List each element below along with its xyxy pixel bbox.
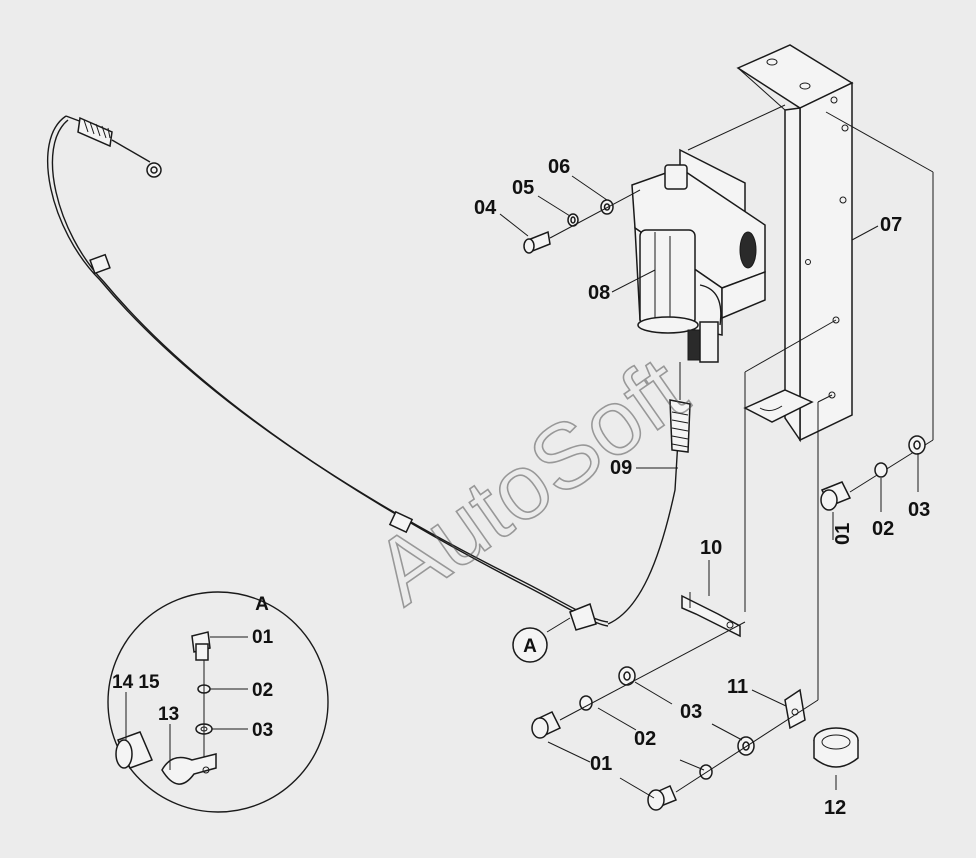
clip-11 — [784, 688, 806, 730]
label-04: 04 — [474, 197, 497, 219]
detail-label-03: 03 — [252, 720, 273, 741]
part-labels: 06 05 04 07 08 09 10 11 12 01 02 03 03 0… — [474, 156, 930, 819]
bracket-07 — [736, 44, 854, 443]
callout-marker-a: A — [512, 627, 548, 663]
label-08: 08 — [588, 282, 610, 304]
label-03-right: 03 — [908, 499, 930, 521]
clamp-10 — [681, 592, 741, 638]
detail-view-a — [107, 591, 329, 813]
label-12: 12 — [824, 797, 846, 819]
fastener-set-lower — [531, 435, 926, 811]
motor-unit-08 — [631, 148, 766, 363]
label-07: 07 — [880, 214, 902, 236]
detail-label-02: 02 — [252, 680, 273, 701]
detail-labels: A 01 02 03 14 15 13 — [112, 594, 274, 741]
control-cable-09 — [47, 115, 691, 631]
label-02-lower: 02 — [634, 728, 656, 750]
label-01-right: 01 — [832, 523, 854, 545]
detail-view-title: A — [255, 594, 269, 615]
watermark-text: AutoSoft — [357, 338, 705, 624]
label-leaders — [499, 175, 919, 799]
label-09: 09 — [610, 457, 632, 479]
label-10: 10 — [700, 537, 722, 559]
assembly-leader-lines — [687, 104, 934, 700]
label-02-right: 02 — [872, 518, 894, 540]
fastener-set-upper — [523, 189, 641, 254]
label-05: 05 — [512, 177, 534, 199]
detail-label-01: 01 — [252, 627, 274, 648]
callout-label-a: A — [523, 636, 537, 657]
label-03-lower: 03 — [680, 701, 702, 723]
detail-label-13: 13 — [158, 704, 179, 725]
label-11: 11 — [727, 676, 748, 698]
label-01-lower: 01 — [590, 753, 612, 775]
label-06: 06 — [548, 156, 570, 178]
detail-label-14-15: 14 15 — [112, 672, 160, 693]
hose-clamp-12 — [813, 727, 859, 768]
